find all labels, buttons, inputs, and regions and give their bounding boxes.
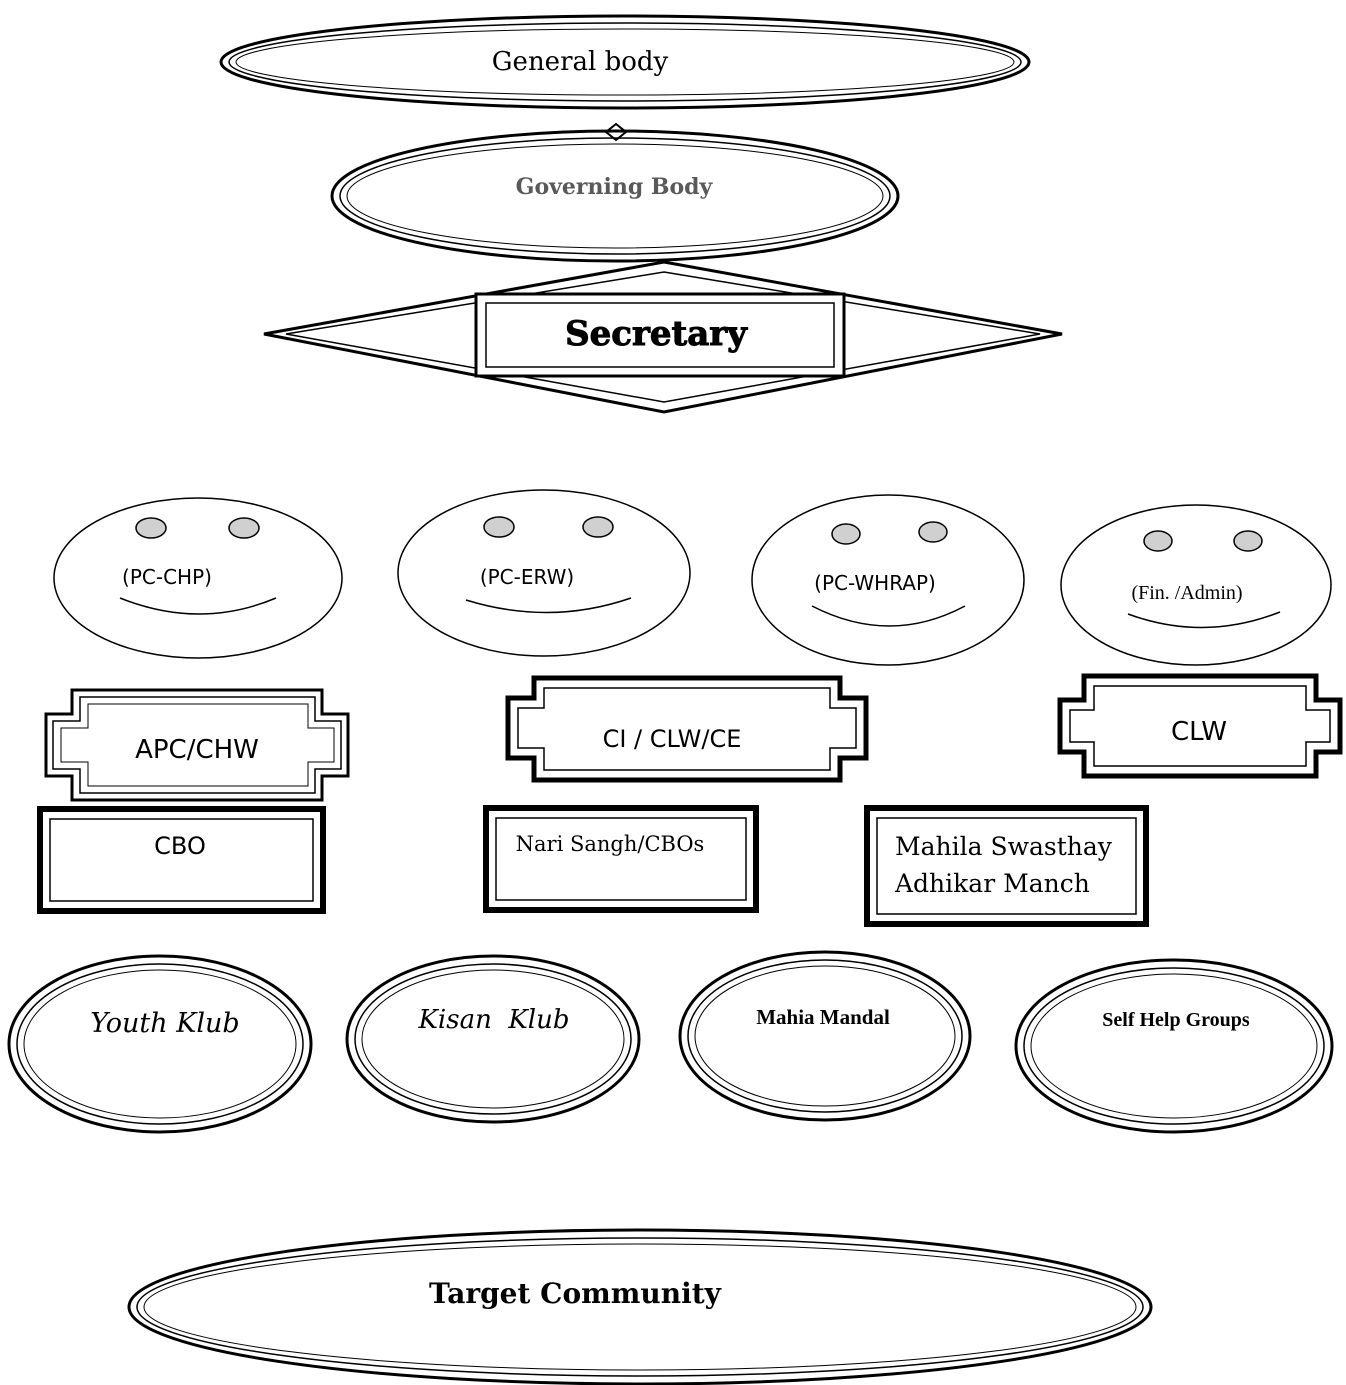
group-label: Mahila Swasthay [895, 832, 1113, 861]
smile-icon [811, 605, 966, 627]
group-box: Mahila Swasthay Adhikar Manch [864, 805, 1149, 927]
field-staff-label: APC/CHW [135, 735, 259, 765]
club-label: Mahia Mandal [756, 1005, 890, 1029]
field-staff-box: CI / CLW/CE [505, 675, 869, 783]
governing-body-label: Governing Body [516, 174, 714, 200]
club-label: Kisan Klub [418, 1005, 570, 1035]
secretary-label: Secretary [565, 314, 748, 354]
club-node: Self Help Groups [1014, 958, 1334, 1134]
general-body-label: General body [492, 47, 669, 77]
field-staff-box: CLW [1057, 673, 1343, 779]
eye-icon [918, 521, 948, 543]
group-label: Adhikar Manch [894, 869, 1090, 898]
coordinator-face: (Fin. /Admin) [1060, 504, 1332, 666]
club-label: Youth Klub [90, 1008, 239, 1039]
field-staff-label: CI / CLW/CE [603, 725, 742, 753]
club-label: Self Help Groups [1102, 1009, 1250, 1031]
club-node: Youth Klub [7, 954, 313, 1134]
group-box: Nari Sangh/CBOs [483, 805, 759, 913]
group-box: CBO [37, 806, 326, 914]
eye-icon [135, 517, 167, 539]
group-label: CBO [154, 832, 206, 860]
field-staff-box: APC/CHW [44, 688, 350, 802]
coordinator-face: (PC-CHP) [53, 497, 343, 659]
coordinator-label: (PC-WHRAP) [814, 571, 936, 595]
eye-icon [831, 523, 861, 545]
club-node: Mahia Mandal [678, 950, 972, 1122]
governing-body-node: Governing Body [330, 129, 900, 263]
coordinator-face: (PC-ERW) [397, 489, 691, 657]
target-community-label: Target Community [429, 1277, 722, 1310]
smile-icon [119, 597, 277, 615]
eye-icon [582, 516, 614, 538]
general-body-node: General body [219, 14, 1031, 110]
coordinator-label: (PC-ERW) [480, 565, 574, 589]
coordinator-label: (Fin. /Admin) [1131, 582, 1242, 604]
target-community-node: Target Community [127, 1228, 1153, 1385]
group-label: Nari Sangh/CBOs [516, 832, 705, 856]
field-staff-label: CLW [1171, 717, 1227, 747]
smile-icon [1127, 611, 1281, 629]
eye-icon [1143, 530, 1173, 552]
eye-icon [483, 516, 515, 538]
club-node: Kisan Klub [345, 954, 641, 1124]
coordinator-label: (PC-CHP) [122, 565, 212, 589]
coordinator-face: (PC-WHRAP) [751, 494, 1025, 666]
smile-icon [465, 597, 632, 614]
secretary-node: Secretary [263, 260, 1063, 414]
eye-icon [228, 517, 260, 539]
eye-icon [1233, 530, 1263, 552]
